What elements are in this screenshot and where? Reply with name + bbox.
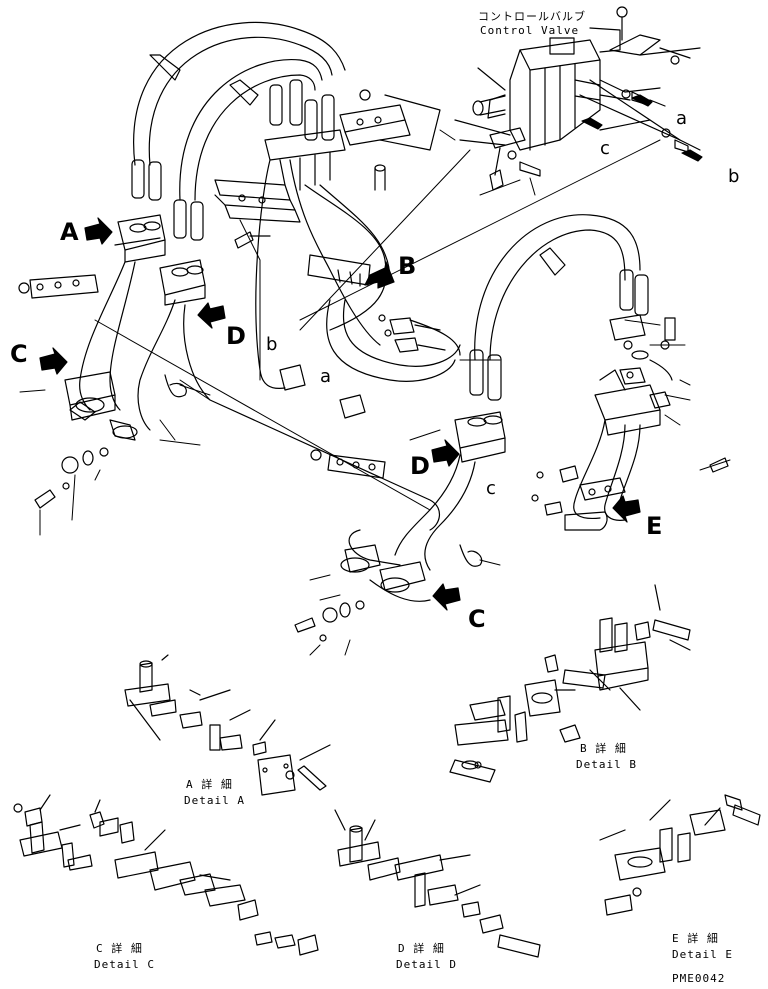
- control-valve-title-jp: コントロールバルブ: [478, 10, 586, 23]
- view-arrows: [40, 95, 702, 610]
- connection-label-b-top: b: [728, 166, 740, 187]
- detail-e-parts: [600, 795, 760, 915]
- left-hose-bundle: [19, 22, 440, 530]
- view-marker-b: B: [398, 252, 417, 280]
- connection-label-a-top: a: [676, 108, 688, 129]
- connection-label-c-top: c: [600, 138, 610, 159]
- detail-b-label-en: Detail B: [576, 758, 637, 771]
- detail-e-label-en: Detail E: [672, 948, 733, 961]
- leader-lines: [20, 130, 730, 655]
- view-marker-c-left: C: [10, 340, 28, 368]
- control-valve-title-en: Control Valve: [480, 24, 580, 37]
- view-marker-c-right: C: [468, 605, 486, 633]
- detail-e-label-jp: E 詳 細: [672, 932, 719, 945]
- detail-c-label-jp: C 詳 細: [96, 942, 143, 955]
- right-hose-group: [295, 215, 728, 641]
- drawing-code: PME0042: [672, 972, 726, 985]
- detail-d-parts: [335, 810, 540, 957]
- detail-d-label-en: Detail D: [396, 958, 457, 971]
- middle-hose-group: [256, 160, 460, 418]
- detail-a-parts: [125, 655, 330, 795]
- detail-b-parts: [450, 585, 690, 782]
- detail-d-label-jp: D 詳 細: [398, 942, 445, 955]
- view-marker-d-left: D: [226, 322, 246, 350]
- detail-c-label-en: Detail C: [94, 958, 155, 971]
- view-marker-a: A: [60, 218, 79, 246]
- detail-c-parts: [14, 795, 318, 955]
- view-marker-e: E: [646, 512, 663, 540]
- connection-label-a-mid: a: [320, 366, 332, 387]
- leader-lines-top: [300, 48, 700, 320]
- detail-b-label-jp: B 詳 細: [580, 742, 627, 755]
- connection-label-c-mid: c: [486, 478, 496, 499]
- detail-a-label-jp: A 詳 細: [186, 778, 233, 791]
- view-marker-d-right: D: [410, 452, 430, 480]
- detail-a-label-en: Detail A: [184, 794, 245, 807]
- connection-label-b-mid: b: [266, 334, 278, 355]
